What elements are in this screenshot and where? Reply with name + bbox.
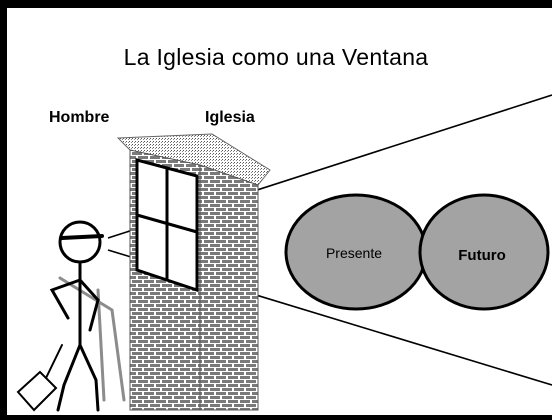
man-head [58,220,102,264]
diagram-title: La Iglesia como una Ventana [123,44,429,70]
future-label: Futuro [458,247,505,264]
church-window [135,158,199,293]
man-label: Hombre [49,109,110,126]
future-ellipse: Futuro [418,193,550,311]
church-label: Iglesia [205,109,255,126]
church-pillar [116,133,271,411]
stick-man [16,220,126,412]
man-eye [60,234,104,240]
present-ellipse: Presente [284,193,428,311]
present-label: Presente [326,245,382,261]
